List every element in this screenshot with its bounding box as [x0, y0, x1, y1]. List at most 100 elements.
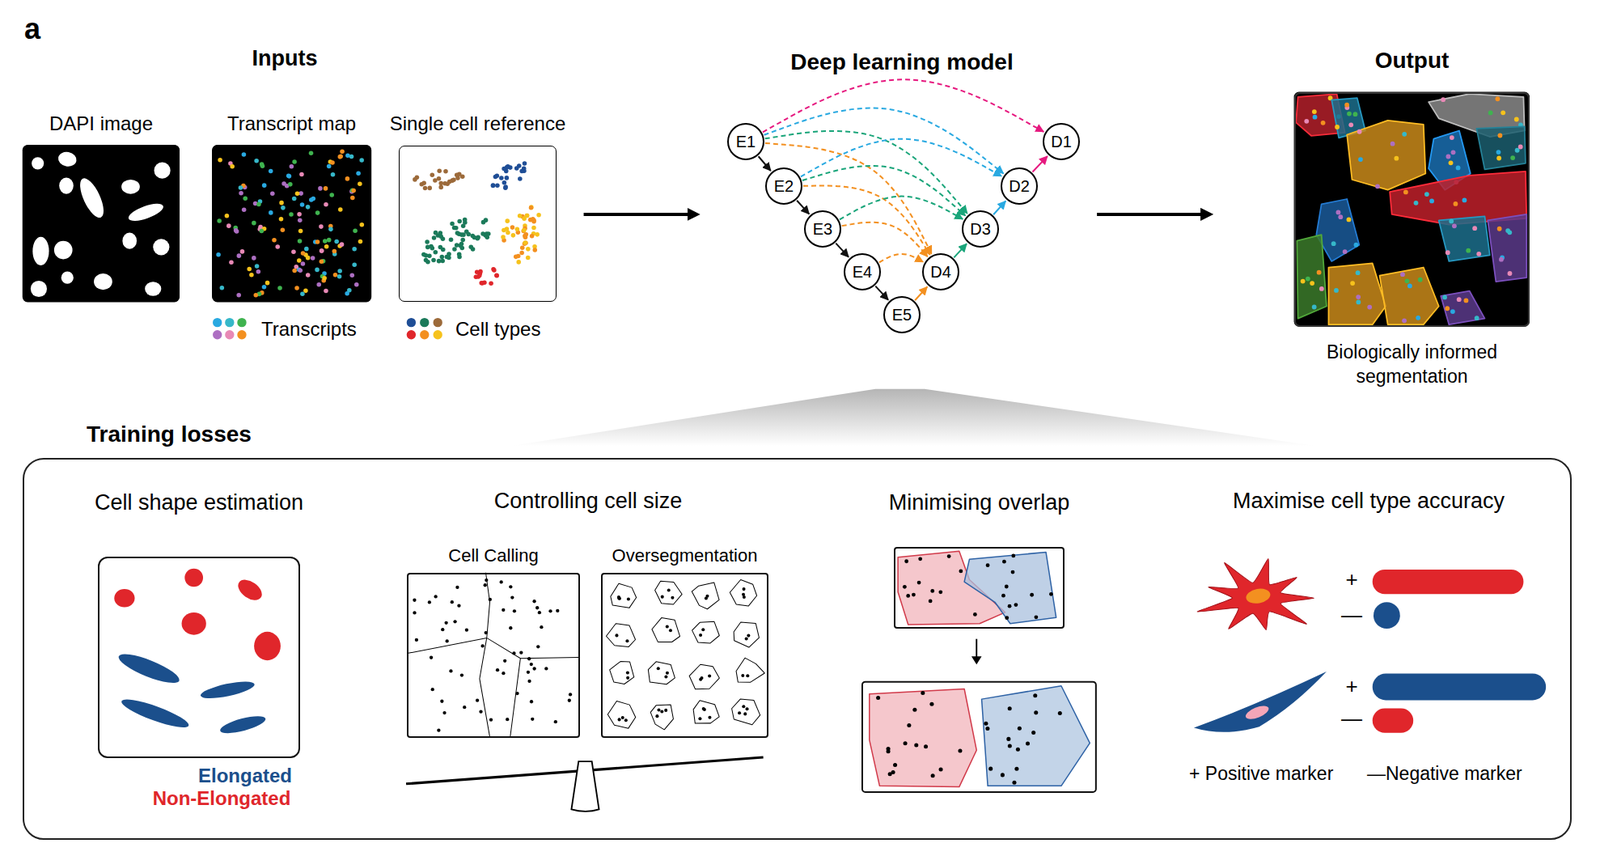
dot	[520, 245, 525, 250]
blob	[32, 237, 49, 266]
dot	[1354, 242, 1359, 248]
dot	[930, 588, 935, 593]
blob	[115, 648, 183, 689]
dot	[315, 239, 321, 245]
dot	[519, 169, 525, 174]
dot	[345, 152, 351, 158]
dot	[1465, 248, 1471, 254]
dot	[333, 272, 339, 278]
dot	[510, 224, 516, 230]
dot	[338, 154, 343, 160]
dot	[292, 196, 297, 202]
dot	[326, 237, 332, 243]
dot	[419, 330, 429, 339]
dot	[529, 233, 535, 239]
dot	[529, 205, 534, 211]
output-frame: OutputBiologically informed segmentation	[1294, 92, 1530, 327]
dot	[1358, 156, 1363, 162]
section-label: Maximise cell type accuracy	[1232, 487, 1505, 514]
dot	[338, 207, 343, 212]
dot	[1450, 308, 1456, 314]
dot	[334, 239, 339, 245]
dot	[438, 185, 444, 191]
dot	[1337, 214, 1343, 220]
dot	[423, 186, 428, 191]
dot	[1350, 280, 1355, 286]
dot	[656, 707, 661, 712]
dot	[931, 773, 936, 778]
dot	[286, 173, 292, 179]
dot	[279, 216, 284, 222]
dot	[535, 605, 539, 610]
layer-node: D4	[922, 253, 960, 291]
blob	[114, 588, 135, 608]
dot	[1500, 110, 1506, 115]
dot	[503, 659, 507, 663]
dot	[617, 717, 622, 721]
dot	[1319, 286, 1325, 292]
dot	[917, 580, 922, 585]
dot	[216, 218, 222, 224]
dot	[536, 212, 542, 218]
dot	[567, 698, 572, 703]
marker-bar	[1372, 707, 1414, 733]
dot	[292, 159, 297, 165]
dot	[911, 592, 916, 597]
dot	[532, 599, 536, 603]
dot	[414, 638, 419, 642]
blob	[184, 568, 204, 588]
dot	[480, 643, 484, 648]
blob	[54, 241, 73, 260]
dot	[906, 723, 911, 728]
blob	[75, 174, 109, 221]
dot	[443, 169, 449, 174]
dot	[1417, 277, 1423, 283]
section-label: Non-Elongated	[152, 787, 292, 811]
dot	[947, 554, 952, 559]
blob	[1244, 586, 1272, 606]
dot	[1495, 96, 1501, 102]
dot	[338, 154, 343, 160]
layer-node: E2	[765, 167, 803, 205]
dot	[625, 639, 629, 643]
section-label: Controlling cell size	[494, 487, 683, 514]
region	[605, 623, 635, 648]
dot	[744, 636, 749, 640]
dot	[530, 216, 536, 222]
dot	[1456, 296, 1462, 302]
dot	[483, 583, 487, 587]
flow-arrow	[584, 212, 690, 216]
dot	[303, 288, 309, 294]
legend-text: Transcripts	[261, 317, 357, 342]
dot	[1476, 251, 1482, 257]
blob	[152, 238, 170, 255]
dot	[454, 172, 460, 178]
dot	[298, 228, 304, 234]
dot	[259, 228, 265, 234]
dot	[253, 158, 259, 164]
dot	[238, 190, 244, 196]
dot	[521, 228, 527, 233]
skip-connection	[765, 131, 968, 214]
dot	[323, 202, 329, 208]
dot	[522, 240, 528, 246]
dot	[419, 317, 429, 327]
dot	[1472, 225, 1478, 231]
dot	[311, 196, 317, 202]
dot	[1515, 148, 1520, 153]
dot	[489, 717, 493, 721]
dot	[440, 247, 446, 253]
dot	[891, 770, 896, 775]
dot	[505, 230, 511, 236]
dot	[465, 232, 471, 238]
dot	[1001, 593, 1006, 598]
dot	[292, 268, 297, 274]
dot	[332, 249, 338, 254]
dot	[406, 317, 416, 327]
dot	[1507, 270, 1513, 276]
dot	[319, 248, 325, 254]
dot	[460, 245, 466, 251]
dot	[495, 668, 500, 672]
dot	[491, 183, 496, 189]
dot	[448, 668, 453, 673]
